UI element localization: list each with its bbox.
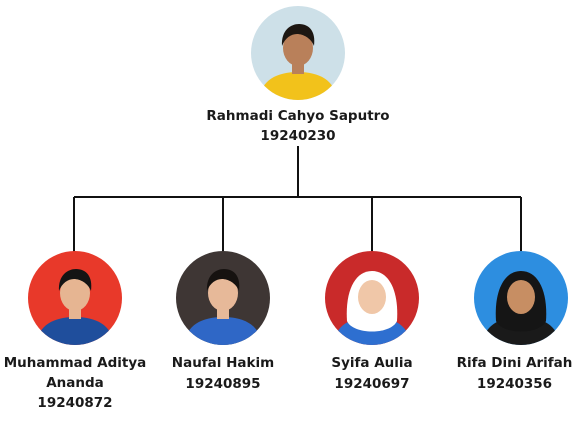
leader-nim: 19240230 <box>260 128 336 144</box>
member-name: Naufal Hakim <box>171 355 275 371</box>
member-nim: 19240872 <box>37 395 113 411</box>
member-name: Syifa Aulia <box>331 355 413 371</box>
member-nim: 19240356 <box>476 376 553 392</box>
member-name-line2: Ananda <box>46 375 104 391</box>
leader-photo <box>251 6 345 100</box>
member-photo <box>28 251 122 345</box>
member-nim: 19240697 <box>334 376 410 392</box>
member-name: Rifa Dini Arifah <box>456 355 573 371</box>
member-photo <box>176 251 270 345</box>
member-photo <box>474 251 568 345</box>
member-photo <box>325 251 419 345</box>
leader-name: Rahmadi Cahyo Saputro <box>206 108 390 124</box>
member-nim: 19240895 <box>185 376 261 392</box>
member-name: Muhammad Aditya <box>3 355 147 371</box>
